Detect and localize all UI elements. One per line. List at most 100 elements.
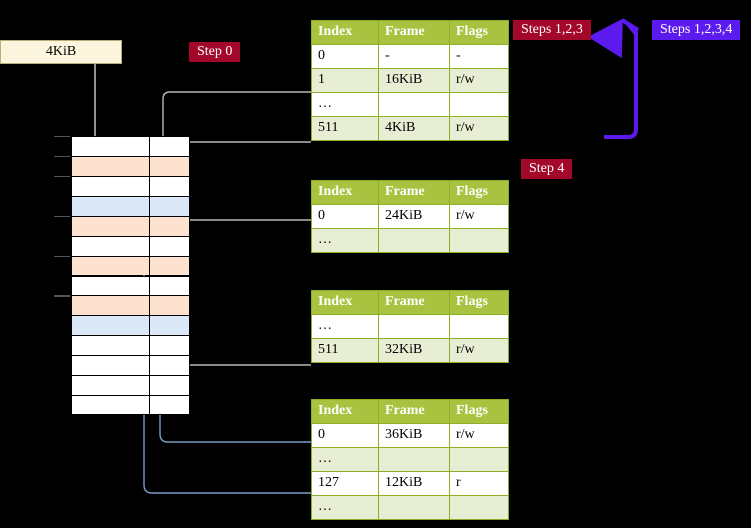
- memory-frame-row: [71, 136, 190, 156]
- frame-tick-mark: [54, 295, 70, 297]
- column-header-index: Index: [311, 20, 379, 45]
- cell-flags: [449, 447, 509, 472]
- column-header-flags: Flags: [449, 399, 509, 424]
- cell-flags: r/w: [449, 423, 509, 448]
- table-row: …: [311, 447, 509, 472]
- cell-frame: 32KiB: [378, 338, 450, 363]
- cell-index: …: [311, 495, 379, 520]
- column-header-index: Index: [311, 399, 379, 424]
- memory-grid-divider: [149, 136, 151, 415]
- memory-frame-row: [71, 255, 190, 276]
- cell-flags: r/w: [449, 338, 509, 363]
- cell-index: …: [311, 314, 379, 339]
- frame-tick-mark: [54, 155, 70, 158]
- memory-frame-row: [71, 335, 190, 356]
- cell-flags: [449, 228, 509, 253]
- cell-index: 1: [311, 68, 379, 93]
- cell-index: …: [311, 92, 379, 117]
- badge-step-0: Step 0: [189, 42, 241, 62]
- connector-l1-row127-line: [143, 416, 311, 494]
- column-header-flags: Flags: [449, 180, 509, 205]
- memsize-label: 4KiB: [45, 44, 77, 59]
- cell-flags: -: [449, 44, 509, 69]
- cell-frame: [378, 228, 450, 253]
- cell-frame: [378, 92, 450, 117]
- cell-flags: r/w: [449, 116, 509, 141]
- cell-frame: [378, 314, 450, 339]
- purple-bracket-tail: [626, 22, 638, 36]
- column-header-flags: Flags: [449, 20, 509, 45]
- frame-tick-mark: [54, 136, 70, 138]
- memory-frame-row: [71, 175, 190, 196]
- cell-index: …: [311, 447, 379, 472]
- cell-flags: r: [449, 471, 509, 496]
- table-row: …: [311, 92, 509, 117]
- cell-index: 0: [311, 423, 379, 448]
- cell-flags: r/w: [449, 204, 509, 229]
- cell-index: 127: [311, 471, 379, 496]
- cell-index: 511: [311, 338, 379, 363]
- badge-step-4: Step 4: [521, 159, 573, 179]
- table-row: …: [311, 228, 509, 253]
- cell-flags: r/w: [449, 68, 509, 93]
- cell-frame: [378, 495, 450, 520]
- purple-bracket-line: [604, 28, 638, 139]
- table-row: 0--: [311, 44, 509, 69]
- table-row: …: [311, 495, 509, 520]
- memory-frame-row: [71, 295, 190, 316]
- column-header-index: Index: [311, 290, 379, 315]
- memory-frame-row: [71, 355, 190, 376]
- frame-tick-mark: [54, 175, 70, 178]
- memory-frame-row: [71, 375, 190, 396]
- cell-index: …: [311, 228, 379, 253]
- memory-frame-row: [71, 155, 190, 176]
- memory-frame-row: [71, 315, 190, 336]
- physical-memory-frames: [54, 136, 190, 415]
- table-row: …: [311, 314, 509, 339]
- purple-bracket-arrow: [587, 18, 640, 59]
- memsize-box: 4KiB: [0, 40, 122, 64]
- frame-tick-mark: [54, 215, 70, 218]
- cell-frame: 12KiB: [378, 471, 450, 496]
- cell-frame: 36KiB: [378, 423, 450, 448]
- cell-flags: [449, 314, 509, 339]
- memory-frame-row: [71, 275, 190, 296]
- cell-frame: 16KiB: [378, 68, 450, 93]
- column-header-index: Index: [311, 180, 379, 205]
- cell-frame: 24KiB: [378, 204, 450, 229]
- memory-frame-row: [71, 395, 190, 415]
- badge-steps-123: Steps 1,2,3: [513, 20, 591, 40]
- cell-frame: -: [378, 44, 450, 69]
- badge-steps-1234: Steps 1,2,3,4: [652, 20, 741, 40]
- memory-frame-row: [71, 215, 190, 236]
- cell-frame: 4KiB: [378, 116, 450, 141]
- cell-flags: [449, 495, 509, 520]
- cell-flags: [449, 92, 509, 117]
- cell-frame: [378, 447, 450, 472]
- cell-index: 0: [311, 44, 379, 69]
- column-header-frame: Frame: [378, 180, 450, 205]
- memory-frame-row: [71, 195, 190, 216]
- cell-index: 0: [311, 204, 379, 229]
- column-header-flags: Flags: [449, 290, 509, 315]
- column-header-frame: Frame: [378, 399, 450, 424]
- column-header-frame: Frame: [378, 290, 450, 315]
- connector-l1-row0-line: [159, 416, 311, 443]
- cell-index: 511: [311, 116, 379, 141]
- frame-tick-mark: [54, 255, 70, 257]
- column-header-frame: Frame: [378, 20, 450, 45]
